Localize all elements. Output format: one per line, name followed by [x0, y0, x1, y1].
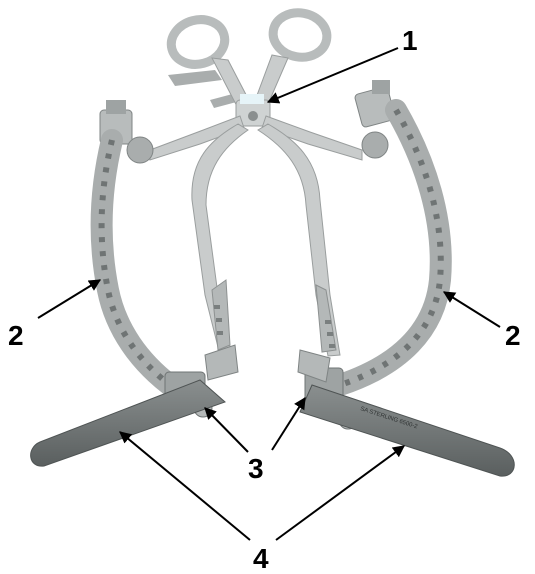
callout-4: 4	[253, 543, 269, 574]
retractor-illustration: SA STERLING 6500-2	[31, 9, 515, 476]
flexible-arm-left	[102, 140, 170, 385]
arrow-3-left	[205, 408, 248, 452]
arrow-2-right	[444, 292, 500, 327]
arrow-4-right	[276, 446, 404, 540]
callout-2-left: 2	[8, 320, 24, 351]
arrow-4-left	[120, 432, 250, 540]
callout-3: 3	[248, 453, 264, 484]
arrow-3-right	[272, 398, 305, 450]
callout-2-right: 2	[505, 320, 521, 351]
ratchet-bar	[168, 70, 222, 86]
callout-1: 1	[402, 25, 418, 56]
blade-right	[300, 385, 514, 476]
blade-left	[31, 380, 225, 466]
arrow-2-left	[38, 280, 100, 318]
finger-rings	[166, 9, 330, 71]
